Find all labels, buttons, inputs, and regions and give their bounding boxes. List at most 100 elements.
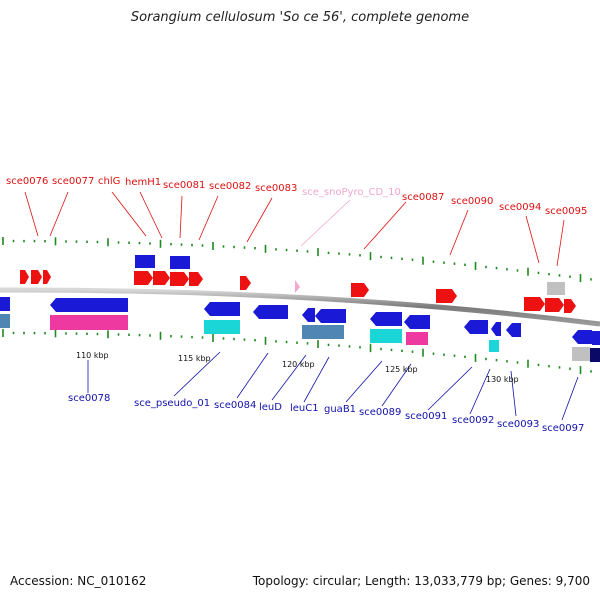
gene-arrow[interactable]: [370, 312, 402, 326]
gene-arrow[interactable]: [43, 270, 51, 284]
gene-arrow[interactable]: [464, 320, 488, 334]
gene-label-sce0077[interactable]: sce0077: [52, 176, 94, 187]
ring-minor-tick: [23, 331, 25, 335]
gene-arrow[interactable]: [20, 270, 29, 284]
gene-block[interactable]: [135, 255, 155, 268]
ring-minor-tick: [327, 251, 330, 255]
gene-arrow[interactable]: [204, 302, 240, 316]
outer-dotted-ring: [2, 237, 592, 283]
ring-minor-tick: [359, 346, 361, 349]
ring-minor-tick: [275, 340, 277, 343]
gene-arrow[interactable]: [524, 297, 545, 311]
gene-label-sce0097[interactable]: sce0097: [542, 423, 584, 434]
gene-label-sce0084[interactable]: sce0084: [214, 400, 256, 411]
gene-label-guab1[interactable]: guaB1: [324, 404, 356, 415]
gene-label-leud[interactable]: leuD: [259, 402, 282, 413]
gene-arrow[interactable]: [189, 272, 203, 286]
gene-arrow[interactable]: [0, 297, 10, 311]
gene-label-sce0083[interactable]: sce0083: [255, 183, 297, 194]
gene-block[interactable]: [302, 325, 344, 339]
ring-major-tick: [474, 353, 477, 362]
ring-minor-tick: [275, 248, 277, 251]
gene-arrow[interactable]: [302, 308, 315, 322]
ring-minor-tick: [44, 332, 46, 335]
gene-label-sce0095[interactable]: sce0095: [545, 206, 587, 217]
tick-label-130: 130 kbp: [486, 375, 519, 384]
ring-minor-tick: [296, 341, 298, 344]
ring-minor-tick: [128, 333, 130, 336]
gene-arrow[interactable]: [170, 272, 189, 286]
gene-block[interactable]: [370, 329, 402, 343]
gene-block[interactable]: [0, 314, 10, 328]
ring-minor-tick: [401, 349, 403, 352]
gene-arrow[interactable]: [240, 276, 251, 290]
gene-arrow[interactable]: [436, 289, 457, 303]
gene-label-sce0090[interactable]: sce0090: [451, 196, 493, 207]
gene-arrow[interactable]: [572, 330, 592, 344]
gene-block[interactable]: [489, 340, 499, 352]
ring-minor-tick: [180, 243, 183, 246]
genome-title: Sorangium cellulosum 'So ce 56', complet…: [130, 10, 470, 25]
ring-minor-tick: [443, 261, 445, 264]
gene-label-sce-snopyro-cd-10[interactable]: sce_snoPyro_CD_10: [302, 187, 401, 198]
gene-arrow[interactable]: [134, 271, 153, 285]
gene-block[interactable]: [590, 348, 600, 362]
gene-label-sce0082[interactable]: sce0082: [209, 181, 251, 192]
ring-major-tick: [54, 329, 57, 338]
gene-arrow[interactable]: [351, 283, 369, 297]
ring-major-tick: [369, 252, 372, 261]
ring-minor-tick: [516, 361, 519, 364]
ring-minor-tick: [537, 363, 540, 367]
gene-label-sce0078[interactable]: sce0078: [68, 393, 110, 404]
gene-block[interactable]: [204, 320, 240, 334]
gene-label-chlg[interactable]: chlG: [98, 176, 120, 187]
gene-label-leuc1[interactable]: leuC1: [290, 403, 319, 414]
gene-arrow[interactable]: [253, 305, 288, 319]
tick-label-115: 115 kbp: [178, 354, 211, 363]
ring-minor-tick: [12, 239, 15, 243]
snorna-arrow[interactable]: [295, 280, 300, 293]
ring-major-tick: [264, 336, 267, 345]
gene-arrow[interactable]: [506, 323, 521, 337]
gene-label-sce0087[interactable]: sce0087: [402, 192, 444, 203]
gene-label-sce-pseudo-01[interactable]: sce_pseudo_01: [134, 398, 210, 409]
ring-minor-tick: [401, 257, 403, 260]
ring-minor-tick: [285, 248, 288, 252]
ring-minor-tick: [222, 245, 225, 248]
ring-minor-tick: [222, 337, 225, 340]
gene-arrow[interactable]: [153, 271, 170, 285]
pseudo-gene-block[interactable]: [50, 315, 128, 330]
gene-arrow[interactable]: [545, 298, 564, 312]
ring-minor-tick: [327, 343, 330, 347]
gene-arrow[interactable]: [50, 298, 128, 312]
gene-arrow[interactable]: [315, 309, 346, 323]
gene-label-hemh1[interactable]: hemH1: [125, 177, 161, 188]
ring-minor-tick: [170, 335, 172, 338]
ring-minor-tick: [411, 258, 414, 261]
gene-label-sce0094[interactable]: sce0094: [499, 202, 541, 213]
gene-block[interactable]: [592, 331, 600, 345]
reverse-inner-genes: [0, 314, 600, 362]
gene-label-sce0089[interactable]: sce0089: [359, 407, 401, 418]
ring-minor-tick: [411, 350, 414, 353]
ring-minor-tick: [548, 365, 550, 368]
gene-block[interactable]: [572, 347, 590, 361]
gene-arrow[interactable]: [564, 299, 576, 313]
gene-label-sce0081[interactable]: sce0081: [163, 180, 205, 191]
gene-arrow[interactable]: [491, 322, 501, 336]
gene-arrow[interactable]: [31, 270, 42, 284]
gene-label-sce0091[interactable]: sce0091: [405, 411, 447, 422]
ring-minor-tick: [558, 274, 561, 277]
ring-minor-tick: [558, 366, 561, 369]
gene-block[interactable]: [406, 332, 428, 345]
gene-label-sce0092[interactable]: sce0092: [452, 415, 494, 426]
ring-minor-tick: [464, 355, 466, 358]
ring-minor-tick: [296, 249, 298, 252]
gene-label-sce0076[interactable]: sce0076: [6, 176, 48, 187]
ring-minor-tick: [86, 332, 88, 335]
gene-block[interactable]: [170, 256, 190, 269]
gene-arrow[interactable]: [404, 315, 430, 329]
gene-block[interactable]: [547, 282, 565, 295]
gene-label-sce0093[interactable]: sce0093: [497, 419, 539, 430]
